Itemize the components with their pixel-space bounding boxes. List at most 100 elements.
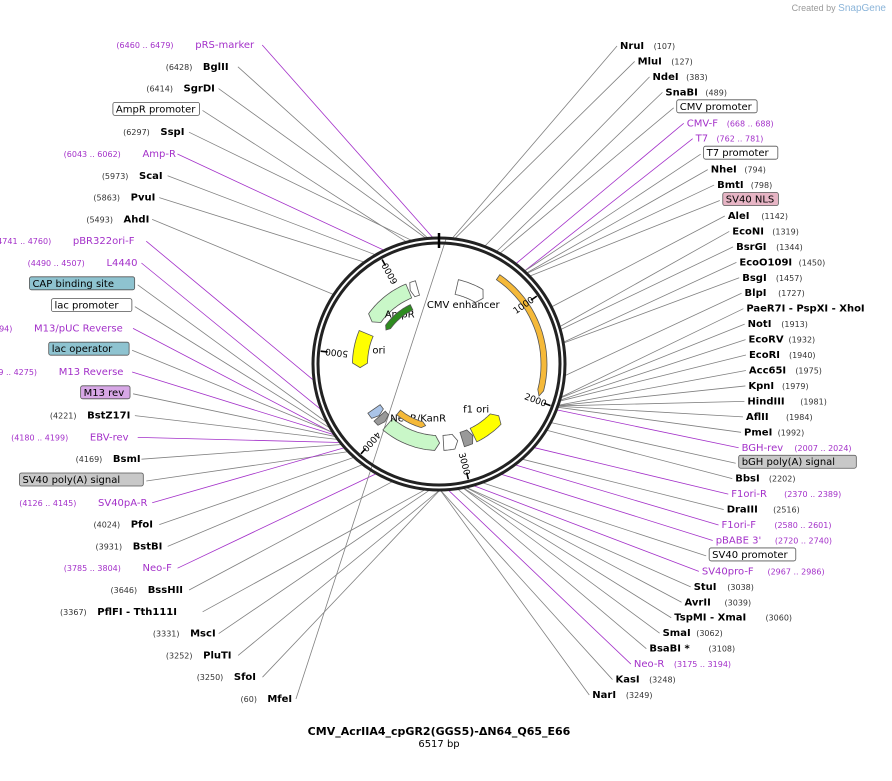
- feature-arrow-segment-12: [409, 280, 420, 298]
- bsshii-label: BssHII: [148, 585, 183, 596]
- leader-m13-rev: [132, 393, 337, 438]
- prs-marker-label: pRS-marker: [195, 40, 255, 51]
- nari-position: (3249): [626, 691, 653, 700]
- sspi-label: SspI: [160, 127, 184, 138]
- leader-pfoi: [159, 456, 355, 525]
- snapgene-watermark: Created by SnapGene: [792, 3, 886, 14]
- feature-arrow-ampr: [368, 283, 413, 323]
- leader-m13-puc-reverse: [132, 328, 335, 434]
- sv40-poly-a-signal-box: [19, 472, 144, 487]
- leader-kasi: [439, 489, 613, 680]
- blpi-label: BlpI: [745, 288, 767, 299]
- snabi-label: SnaBI: [665, 87, 697, 98]
- kpni-label: KpnI: [748, 381, 774, 392]
- acc65i-position: (1975): [795, 367, 822, 376]
- cmv-promoter-box: [676, 99, 758, 114]
- tspmi-xmai-position: (3060): [765, 614, 792, 623]
- leader-econi: [559, 231, 730, 328]
- m13-puc-reverse-position: (4272 .. 4294): [0, 324, 12, 333]
- feature-label-neor-kanr: NeoR/KanR: [390, 413, 446, 424]
- pmei-label: PmeI: [744, 427, 772, 438]
- sv40pro-f-position: (2967 .. 2986): [767, 567, 824, 576]
- cap-binding-site-box: [29, 276, 136, 291]
- leader-pmei: [557, 406, 742, 433]
- lac-promoter-label: lac promoter: [54, 301, 119, 312]
- tspmi-xmai-label: TspMI - XmaI: [674, 613, 746, 624]
- leader-stui: [465, 486, 691, 588]
- ecori-label: EcoRI: [749, 350, 780, 361]
- leader-mlui: [454, 61, 635, 240]
- leader-prs-marker: [261, 44, 434, 239]
- leader-tspmi-xmai: [462, 487, 672, 619]
- hindiii-position: (1981): [800, 397, 827, 406]
- tick-mark-1000: [530, 295, 538, 301]
- pmei-position: (1992): [778, 428, 805, 437]
- m13-reverse-label: M13 Reverse: [59, 367, 124, 378]
- leader-pbabe-3-: [500, 473, 713, 541]
- leader-cmv-f: [515, 122, 684, 265]
- msci-label: MscI: [190, 629, 216, 640]
- t7-promoter-label: T7 promoter: [706, 148, 770, 159]
- lac-operator-box: [48, 341, 130, 356]
- sv40-nls-label: SV40 NLS: [726, 195, 775, 206]
- avrii-position: (3039): [725, 598, 752, 607]
- sv40-poly-a-signal-label: SV40 poly(A) signal: [22, 475, 120, 486]
- leader-draiii: [521, 458, 724, 510]
- nhei-label: NheI: [711, 165, 737, 176]
- f1ori-r-position: (2370 .. 2389): [784, 490, 841, 499]
- leader-nhei: [526, 169, 708, 274]
- cmv-f-label: CMV-F: [687, 118, 718, 129]
- leader-ahdi: [151, 219, 335, 295]
- hindiii-label: HindIII: [747, 396, 784, 407]
- feature-label-f1-ori: f1 ori: [463, 404, 489, 415]
- bsshii-position: (3646): [111, 586, 138, 595]
- bsabi-position: (3108): [709, 645, 736, 654]
- leader-ebv-rev: [137, 437, 341, 443]
- pflfi-tth111i-label: PflFI - Tth111I: [97, 607, 177, 618]
- nrui-position: (107): [654, 42, 676, 51]
- bgh-rev-label: BGH-rev: [742, 443, 784, 454]
- sv40-promoter-label: SV40 promoter: [712, 550, 788, 561]
- leader-ecori: [559, 354, 747, 402]
- draiii-position: (2516): [773, 506, 800, 515]
- alei-label: AleI: [728, 211, 750, 222]
- pvui-position: (5863): [93, 194, 120, 203]
- tick-label-6000: 6000: [381, 260, 401, 285]
- feature-arrow-f1-ori: [469, 413, 502, 443]
- leader-lac-operator: [131, 349, 334, 434]
- leader-neo-r: [447, 489, 632, 665]
- mlui-position: (127): [671, 57, 693, 66]
- feature-label-cmv-enhancer: CMV enhancer: [427, 300, 501, 311]
- bsgi-label: BsgI: [742, 273, 766, 284]
- sv40pa-r-position: (4126 .. 4145): [19, 499, 76, 508]
- sv40-promoter-box: [708, 547, 797, 562]
- feature-arrow-segment-8: [367, 404, 384, 419]
- leader-bbsi: [546, 429, 733, 480]
- tick-label-3000: 3000: [456, 452, 471, 477]
- smai-label: SmaI: [663, 628, 691, 639]
- leader-sgrdi: [218, 88, 427, 239]
- acc65i-label: Acc65I: [749, 366, 786, 377]
- leader-ndei: [484, 76, 650, 247]
- bstbi-label: BstBI: [133, 541, 163, 552]
- tick-mark-5000: [320, 350, 328, 353]
- bstz17i-position: (4221): [50, 412, 77, 421]
- cap-binding-site-label: CAP binding site: [32, 279, 114, 290]
- bsrgi-label: BsrGI: [736, 242, 766, 253]
- leader-snabi: [495, 92, 663, 253]
- pluti-position: (3252): [166, 651, 193, 660]
- nhei-position: (794): [744, 166, 766, 175]
- f1ori-f-position: (2580 .. 2601): [774, 521, 831, 530]
- snabi-position: (489): [705, 88, 727, 97]
- leader-hindiii: [557, 401, 745, 407]
- pfoi-label: PfoI: [131, 520, 153, 531]
- m13-rev-label: M13 rev: [84, 388, 125, 399]
- leader-bmti: [526, 184, 715, 274]
- leader-alei: [551, 215, 726, 308]
- leader-nrui: [451, 45, 618, 239]
- noti-label: NotI: [748, 319, 772, 330]
- leader-sfoi: [262, 489, 441, 678]
- neo-f-position: (3785 .. 3804): [64, 564, 121, 573]
- sv40-nls-box: [722, 192, 779, 206]
